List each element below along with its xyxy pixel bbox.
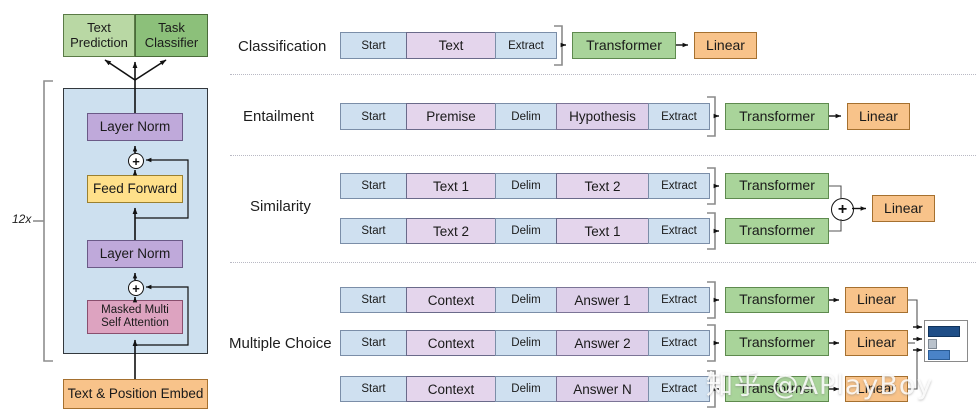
segment-text-1: Text 1	[406, 173, 496, 199]
task-label-multiple-choice: Multiple Choice	[229, 335, 332, 352]
divider-2	[230, 155, 976, 156]
transformer-similarity-1: Transformer	[725, 173, 829, 199]
softmax-bar-3	[928, 350, 950, 360]
task-label-similarity: Similarity	[250, 198, 311, 215]
layer-norm-top: Layer Norm	[87, 113, 183, 141]
segment-extract: Extract	[648, 330, 710, 356]
transformer-similarity-2: Transformer	[725, 218, 829, 244]
segment-delim: Delim	[495, 376, 557, 402]
segment-delim: Delim	[495, 173, 557, 199]
divider-1	[230, 74, 976, 75]
masked-multi-self-attention-block: Masked Multi Self Attention	[87, 300, 183, 334]
softmax-bar-1	[928, 326, 960, 337]
linear-choice-2: Linear	[845, 330, 908, 356]
transformer-choice-n: Transformer	[725, 376, 829, 402]
text-prediction-label-line2: Prediction	[70, 34, 128, 50]
segment-delim: Delim	[495, 218, 557, 244]
similarity-add-circle: +	[831, 198, 854, 221]
linear-choice-1: Linear	[845, 287, 908, 313]
feed-forward-block: Feed Forward	[87, 175, 183, 203]
segment-extract: Extract	[648, 103, 710, 130]
segment-delim: Delim	[495, 103, 557, 130]
watermark: 知乎 @APlayBoy	[706, 370, 934, 401]
text-position-embed-block: Text & Position Embed	[63, 379, 208, 409]
task-label-classification: Classification	[238, 38, 327, 55]
linear-entailment: Linear	[847, 103, 910, 130]
segment-start: Start	[340, 376, 407, 402]
segment-extract: Extract	[495, 32, 557, 59]
segment-start: Start	[340, 330, 407, 356]
task-classifier-head: Task Classifier	[135, 14, 208, 57]
segment-text: Text	[406, 32, 496, 59]
divider-3	[230, 262, 976, 263]
text-prediction-label-line1: Text	[87, 19, 111, 35]
segment-delim: Delim	[495, 287, 557, 313]
linear-similarity: Linear	[872, 195, 935, 222]
text-prediction-head: Text Prediction	[63, 14, 135, 57]
segment-answer-1: Answer 1	[556, 287, 649, 313]
task-classifier-label-line2: Classifier	[144, 34, 199, 50]
segment-answer-n: Answer N	[556, 376, 649, 402]
segment-text-2: Text 2	[556, 173, 649, 199]
residual-add-top: +	[128, 153, 144, 169]
task-label-entailment: Entailment	[243, 108, 314, 125]
segment-start: Start	[340, 173, 407, 199]
softmax-output-widget	[924, 320, 968, 362]
segment-start: Start	[340, 32, 407, 59]
linear-choice-n: Linear	[845, 376, 908, 402]
segment-delim: Delim	[495, 330, 557, 356]
transformer-choice-1: Transformer	[725, 287, 829, 313]
layer-norm-bottom: Layer Norm	[87, 240, 183, 268]
segment-text-2: Text 2	[406, 218, 496, 244]
transformer-classification: Transformer	[572, 32, 676, 59]
softmax-bar-2	[928, 339, 937, 349]
segment-extract: Extract	[648, 376, 710, 402]
segment-premise: Premise	[406, 103, 496, 130]
transformer-entailment: Transformer	[725, 103, 829, 130]
segment-start: Start	[340, 287, 407, 313]
segment-answer-2: Answer 2	[556, 330, 649, 356]
transformer-choice-2: Transformer	[725, 330, 829, 356]
segment-hypothesis: Hypothesis	[556, 103, 649, 130]
segment-context: Context	[406, 376, 496, 402]
segment-extract: Extract	[648, 287, 710, 313]
segment-context: Context	[406, 287, 496, 313]
segment-context: Context	[406, 330, 496, 356]
segment-extract: Extract	[648, 218, 710, 244]
repeat-count-label: 12x	[12, 212, 32, 226]
segment-start: Start	[340, 103, 407, 130]
segment-extract: Extract	[648, 173, 710, 199]
masked-attn-label-line1: Masked Multi	[101, 304, 169, 317]
masked-attn-label-line2: Self Attention	[101, 317, 169, 329]
segment-start: Start	[340, 218, 407, 244]
segment-text-1: Text 1	[556, 218, 649, 244]
linear-classification: Linear	[694, 32, 757, 59]
task-classifier-label-line1: Task	[158, 19, 185, 35]
residual-add-bottom: +	[128, 280, 144, 296]
